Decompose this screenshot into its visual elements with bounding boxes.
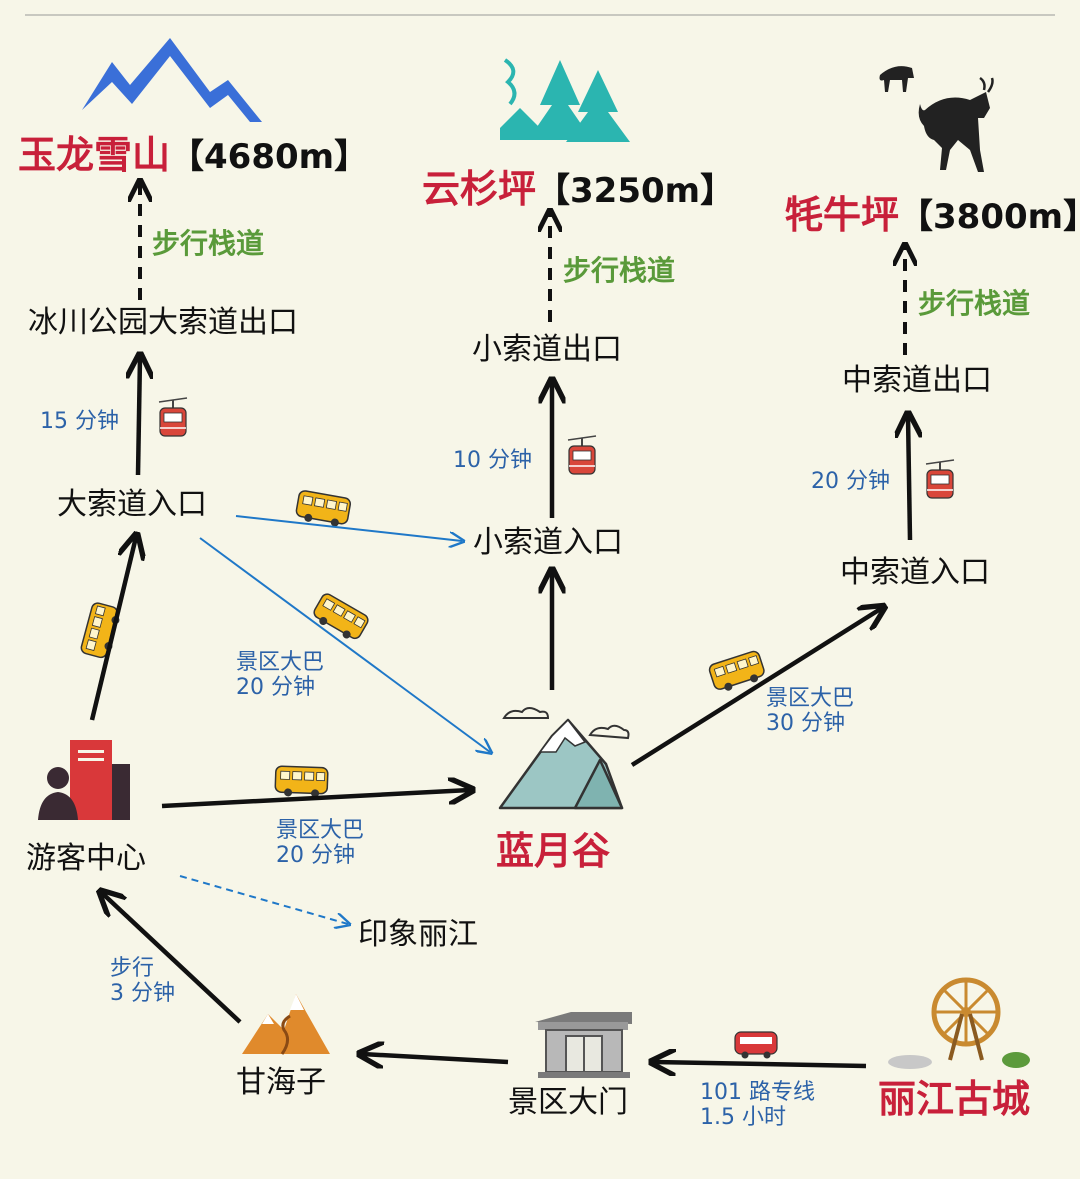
time-route101-line1: 101 路专线	[700, 1080, 815, 1105]
node-small-entry: 小索道入口	[473, 525, 623, 560]
ganhaizi-mountain-icon	[242, 994, 330, 1055]
bus-icon	[309, 591, 371, 645]
time-small-cable: 10 分钟	[453, 448, 532, 473]
peak-maoniu-alt: 【3800m】	[899, 197, 1080, 237]
mountain-icon	[82, 38, 262, 122]
cable-arrow-mid	[908, 416, 910, 541]
node-old-town: 丽江古城	[878, 1077, 1031, 1121]
walkway-label-yunshan: 步行栈道	[563, 254, 676, 287]
node-blue-moon: 蓝月谷	[496, 829, 611, 873]
arrow-ganhaizi-center	[102, 893, 242, 1024]
time-bus-center-bluemoon: 景区大巴 20 分钟	[276, 818, 364, 869]
peak-maoniu: 牦牛坪【3800m】	[785, 193, 1080, 238]
node-mid-entry: 中索道入口	[840, 555, 990, 590]
time-big-cable: 15 分钟	[40, 409, 119, 434]
node-small-exit: 小索道出口	[472, 332, 622, 367]
yak-icon	[879, 66, 994, 172]
arrow-center-big-entry	[89, 537, 136, 721]
peak-yunshan-alt: 【3250m】	[536, 171, 735, 211]
peak-yulong: 玉龙雪山【4680m】	[18, 133, 369, 178]
time-walk-ganhaizi: 步行 3 分钟	[110, 956, 175, 1007]
node-visitor-center: 游客中心	[26, 841, 146, 876]
peak-maoniu-name: 牦牛坪	[785, 193, 900, 237]
time-bus-bluemoon-mid: 景区大巴 30 分钟	[766, 686, 854, 737]
time-bus-bluemoon-mid-line2: 30 分钟	[766, 711, 845, 737]
time-walk-ganhaizi-line2: 3 分钟	[110, 981, 175, 1007]
arrow-center-impression	[179, 875, 348, 924]
peak-yunshan: 云杉坪【3250m】	[422, 167, 735, 212]
peak-yunshan-name: 云杉坪	[422, 167, 537, 211]
bus-arrow-big-bluemoon	[199, 537, 490, 752]
time-bus-big-bluemoon-line2: 20 分钟	[236, 675, 315, 701]
node-gate: 景区大门	[508, 1085, 628, 1120]
peak-yulong-alt: 【4680m】	[170, 137, 369, 177]
bus-arrow-big-small	[235, 515, 462, 541]
arrow-bluemoon-mid-entry	[630, 608, 882, 767]
time-bus-big-bluemoon: 景区大巴 20 分钟	[236, 650, 324, 701]
walkway-label-yulong: 步行栈道	[152, 227, 265, 260]
time-route101: 101 路专线 1.5 小时	[700, 1080, 815, 1131]
arrow-oldtown-gate	[654, 1062, 867, 1066]
node-glacier-exit: 冰川公园大索道出口	[28, 305, 298, 340]
arrow-center-bluemoon	[161, 790, 470, 809]
visitor-center-icon	[38, 740, 130, 820]
peak-yulong-name: 玉龙雪山	[18, 133, 171, 177]
node-mid-exit: 中索道出口	[842, 363, 992, 398]
cable-car-icon	[925, 459, 955, 499]
arrow-gate-ganhaizi	[362, 1054, 509, 1062]
time-route101-line2: 1.5 小时	[700, 1105, 786, 1131]
pine-tree-icon	[500, 58, 630, 142]
time-mid-cable: 20 分钟	[811, 469, 890, 494]
cable-car-icon	[158, 397, 188, 437]
node-ganhaizi: 甘海子	[236, 1065, 326, 1100]
bus-icon	[274, 765, 329, 799]
time-bus-bluemoon-mid-line1: 景区大巴	[766, 686, 855, 711]
bus-icon	[734, 1031, 778, 1059]
waterwheel-icon	[888, 977, 1030, 1069]
cable-arrow-big	[138, 357, 140, 476]
node-impression: 印象丽江	[358, 917, 478, 952]
time-bus-center-bluemoon-line1: 景区大巴	[276, 818, 365, 843]
time-bus-center-bluemoon-line2: 20 分钟	[276, 843, 355, 869]
cable-car-icon	[567, 435, 597, 475]
scenic-gate-icon	[535, 1012, 632, 1078]
blue-moon-valley-icon	[498, 707, 630, 810]
node-big-entry: 大索道入口	[57, 487, 207, 522]
time-bus-big-bluemoon-line1: 景区大巴	[236, 650, 325, 675]
time-walk-ganhaizi-line1: 步行	[110, 956, 155, 981]
walkway-label-maoniu: 步行栈道	[918, 287, 1031, 320]
